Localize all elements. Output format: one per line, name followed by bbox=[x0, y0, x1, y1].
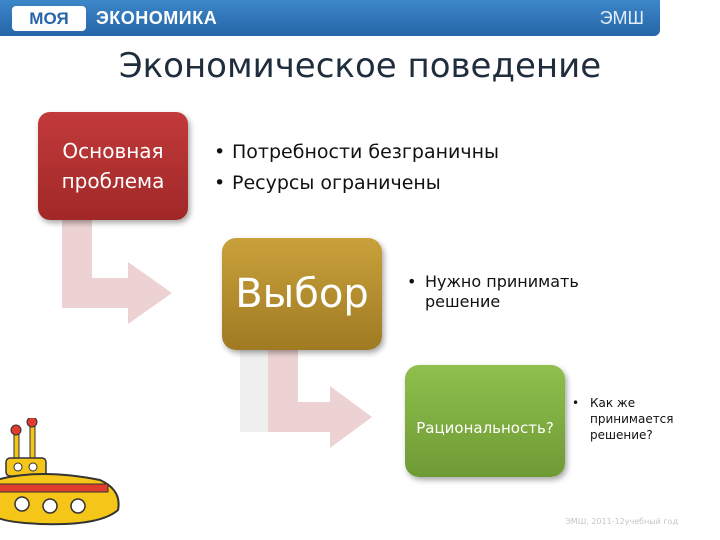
header-bar: МОЯ ЭКОНОМИКА ЭМШ bbox=[0, 0, 660, 36]
arrow-problem-to-choice bbox=[62, 218, 172, 324]
box-main-problem: Основная проблема bbox=[38, 112, 188, 220]
box-rationality: Рациональность? bbox=[405, 365, 565, 477]
bullet-needs: Потребности безграничны bbox=[214, 137, 499, 168]
rationality-bullets: Как же принимается решение? bbox=[572, 395, 692, 443]
rationality-label: Рациональность? bbox=[416, 419, 554, 437]
footer-text: ЭМШ, 2011-12учебный год bbox=[565, 517, 678, 526]
bullet-decision: Нужно принимать решение bbox=[407, 272, 597, 312]
logo-moya: МОЯ bbox=[12, 6, 86, 31]
logo-economika: ЭКОНОМИКА bbox=[96, 8, 218, 28]
problem-bullets: Потребности безграничны Ресурсы ограниче… bbox=[214, 137, 499, 199]
choice-bullets: Нужно принимать решение bbox=[407, 272, 597, 312]
problem-line1: Основная bbox=[62, 139, 164, 163]
arrow-choice-to-rationality bbox=[268, 350, 372, 448]
bullet-how-decision: Как же принимается решение? bbox=[572, 395, 692, 443]
yellow-submarine-icon bbox=[0, 418, 120, 526]
org-label: ЭМШ bbox=[599, 8, 644, 28]
slide-title: Экономическое поведение bbox=[118, 46, 602, 86]
choice-label: Выбор bbox=[235, 271, 369, 317]
box-choice: Выбор bbox=[222, 238, 382, 350]
bullet-resources: Ресурсы ограничены bbox=[214, 168, 499, 199]
problem-line2: проблема bbox=[61, 169, 165, 193]
